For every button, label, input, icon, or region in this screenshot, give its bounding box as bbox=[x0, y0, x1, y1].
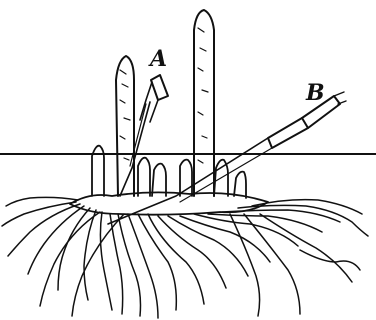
roots bbox=[2, 197, 368, 318]
spear-tall-right bbox=[194, 10, 214, 196]
label-a: A bbox=[148, 46, 167, 72]
knife-a bbox=[120, 75, 168, 196]
spear-tall-left bbox=[116, 56, 134, 196]
label-b: B bbox=[305, 80, 325, 106]
